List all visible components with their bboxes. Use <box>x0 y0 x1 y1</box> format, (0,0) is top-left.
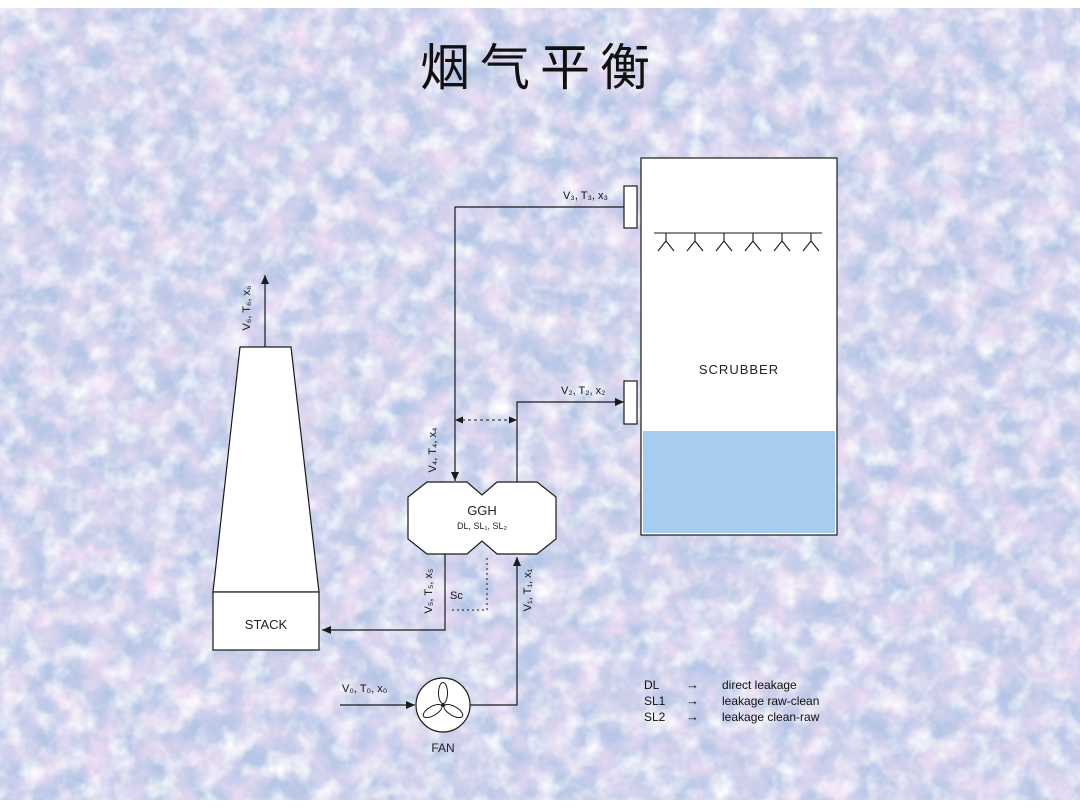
spray-nozzle-icon <box>657 233 675 252</box>
scrubber-inlet-flange <box>623 380 638 425</box>
legend-abbr-sl1: SL1 <box>644 694 666 708</box>
spray-nozzle-icon <box>802 233 820 252</box>
flow-line-v1-fan-to-ggh <box>470 557 521 706</box>
scrubber-outlet-flange <box>623 185 638 229</box>
legend-desc-dl: direct leakage <box>722 678 797 692</box>
flow-line-v5-ggh-to-stack <box>322 554 446 634</box>
spray-nozzle-icon <box>715 233 733 252</box>
flow-label-v1: V₁, T₁, x₁ <box>522 568 534 612</box>
direct-leakage-arrowhead-right <box>509 416 517 424</box>
flow-label-v2: V₂, T₂, x₂ <box>561 385 606 397</box>
scrubber-label: SCRUBBER <box>698 362 780 377</box>
legend-desc-sl1: leakage raw-clean <box>722 694 820 708</box>
sc-label: Sc <box>450 590 463 602</box>
flow-line-v3-scrubber-to-ggh <box>451 206 624 481</box>
spray-nozzle-icon <box>686 233 704 252</box>
stack-body <box>212 346 320 593</box>
flow-line-v2-ggh-to-scrubber <box>516 398 624 482</box>
spray-nozzle-icon <box>773 233 791 252</box>
flow-label-v0: V₀, T₀, x₀ <box>342 683 388 695</box>
flow-label-v6: V₆, T₆, x₆ <box>241 285 253 331</box>
legend-arrow-icon: → <box>686 693 699 708</box>
stack-base <box>212 591 320 651</box>
ggh-body <box>407 481 557 555</box>
slide-bottom-margin <box>0 800 1080 810</box>
flow-label-v5: V₅, T₅, x₅ <box>423 568 435 614</box>
legend-abbr-sl2: SL2 <box>644 710 666 724</box>
leakage-legend: DL → direct leakage SL1 → leakage raw-cl… <box>644 677 819 725</box>
flow-label-v4: V₄, T₄, x₄ <box>427 427 439 473</box>
legend-arrow-icon: → <box>686 677 699 692</box>
fan-blades-icon <box>422 682 464 719</box>
fan-label: FAN <box>431 741 455 755</box>
legend-abbr-dl: DL <box>644 678 660 692</box>
legend-arrow-icon: → <box>686 709 699 724</box>
flow-label-v3: V₃, T₃, x₃ <box>563 190 609 202</box>
legend-desc-sl2: leakage clean-raw <box>722 710 820 724</box>
fan-hub <box>441 703 445 707</box>
ggh-label: GGH <box>467 503 497 518</box>
stack-label: STACK <box>244 617 288 632</box>
scrubber-liquid <box>643 431 835 533</box>
sc-dashed-line <box>452 556 488 611</box>
slide-title: 烟气平衡 <box>420 40 660 96</box>
ggh-sublabel: DL, SL₁, SL₂ <box>456 521 508 531</box>
spray-nozzle-icon <box>744 233 762 252</box>
slide-top-margin <box>0 0 1080 8</box>
direct-leakage-arrowhead-left <box>455 416 463 424</box>
